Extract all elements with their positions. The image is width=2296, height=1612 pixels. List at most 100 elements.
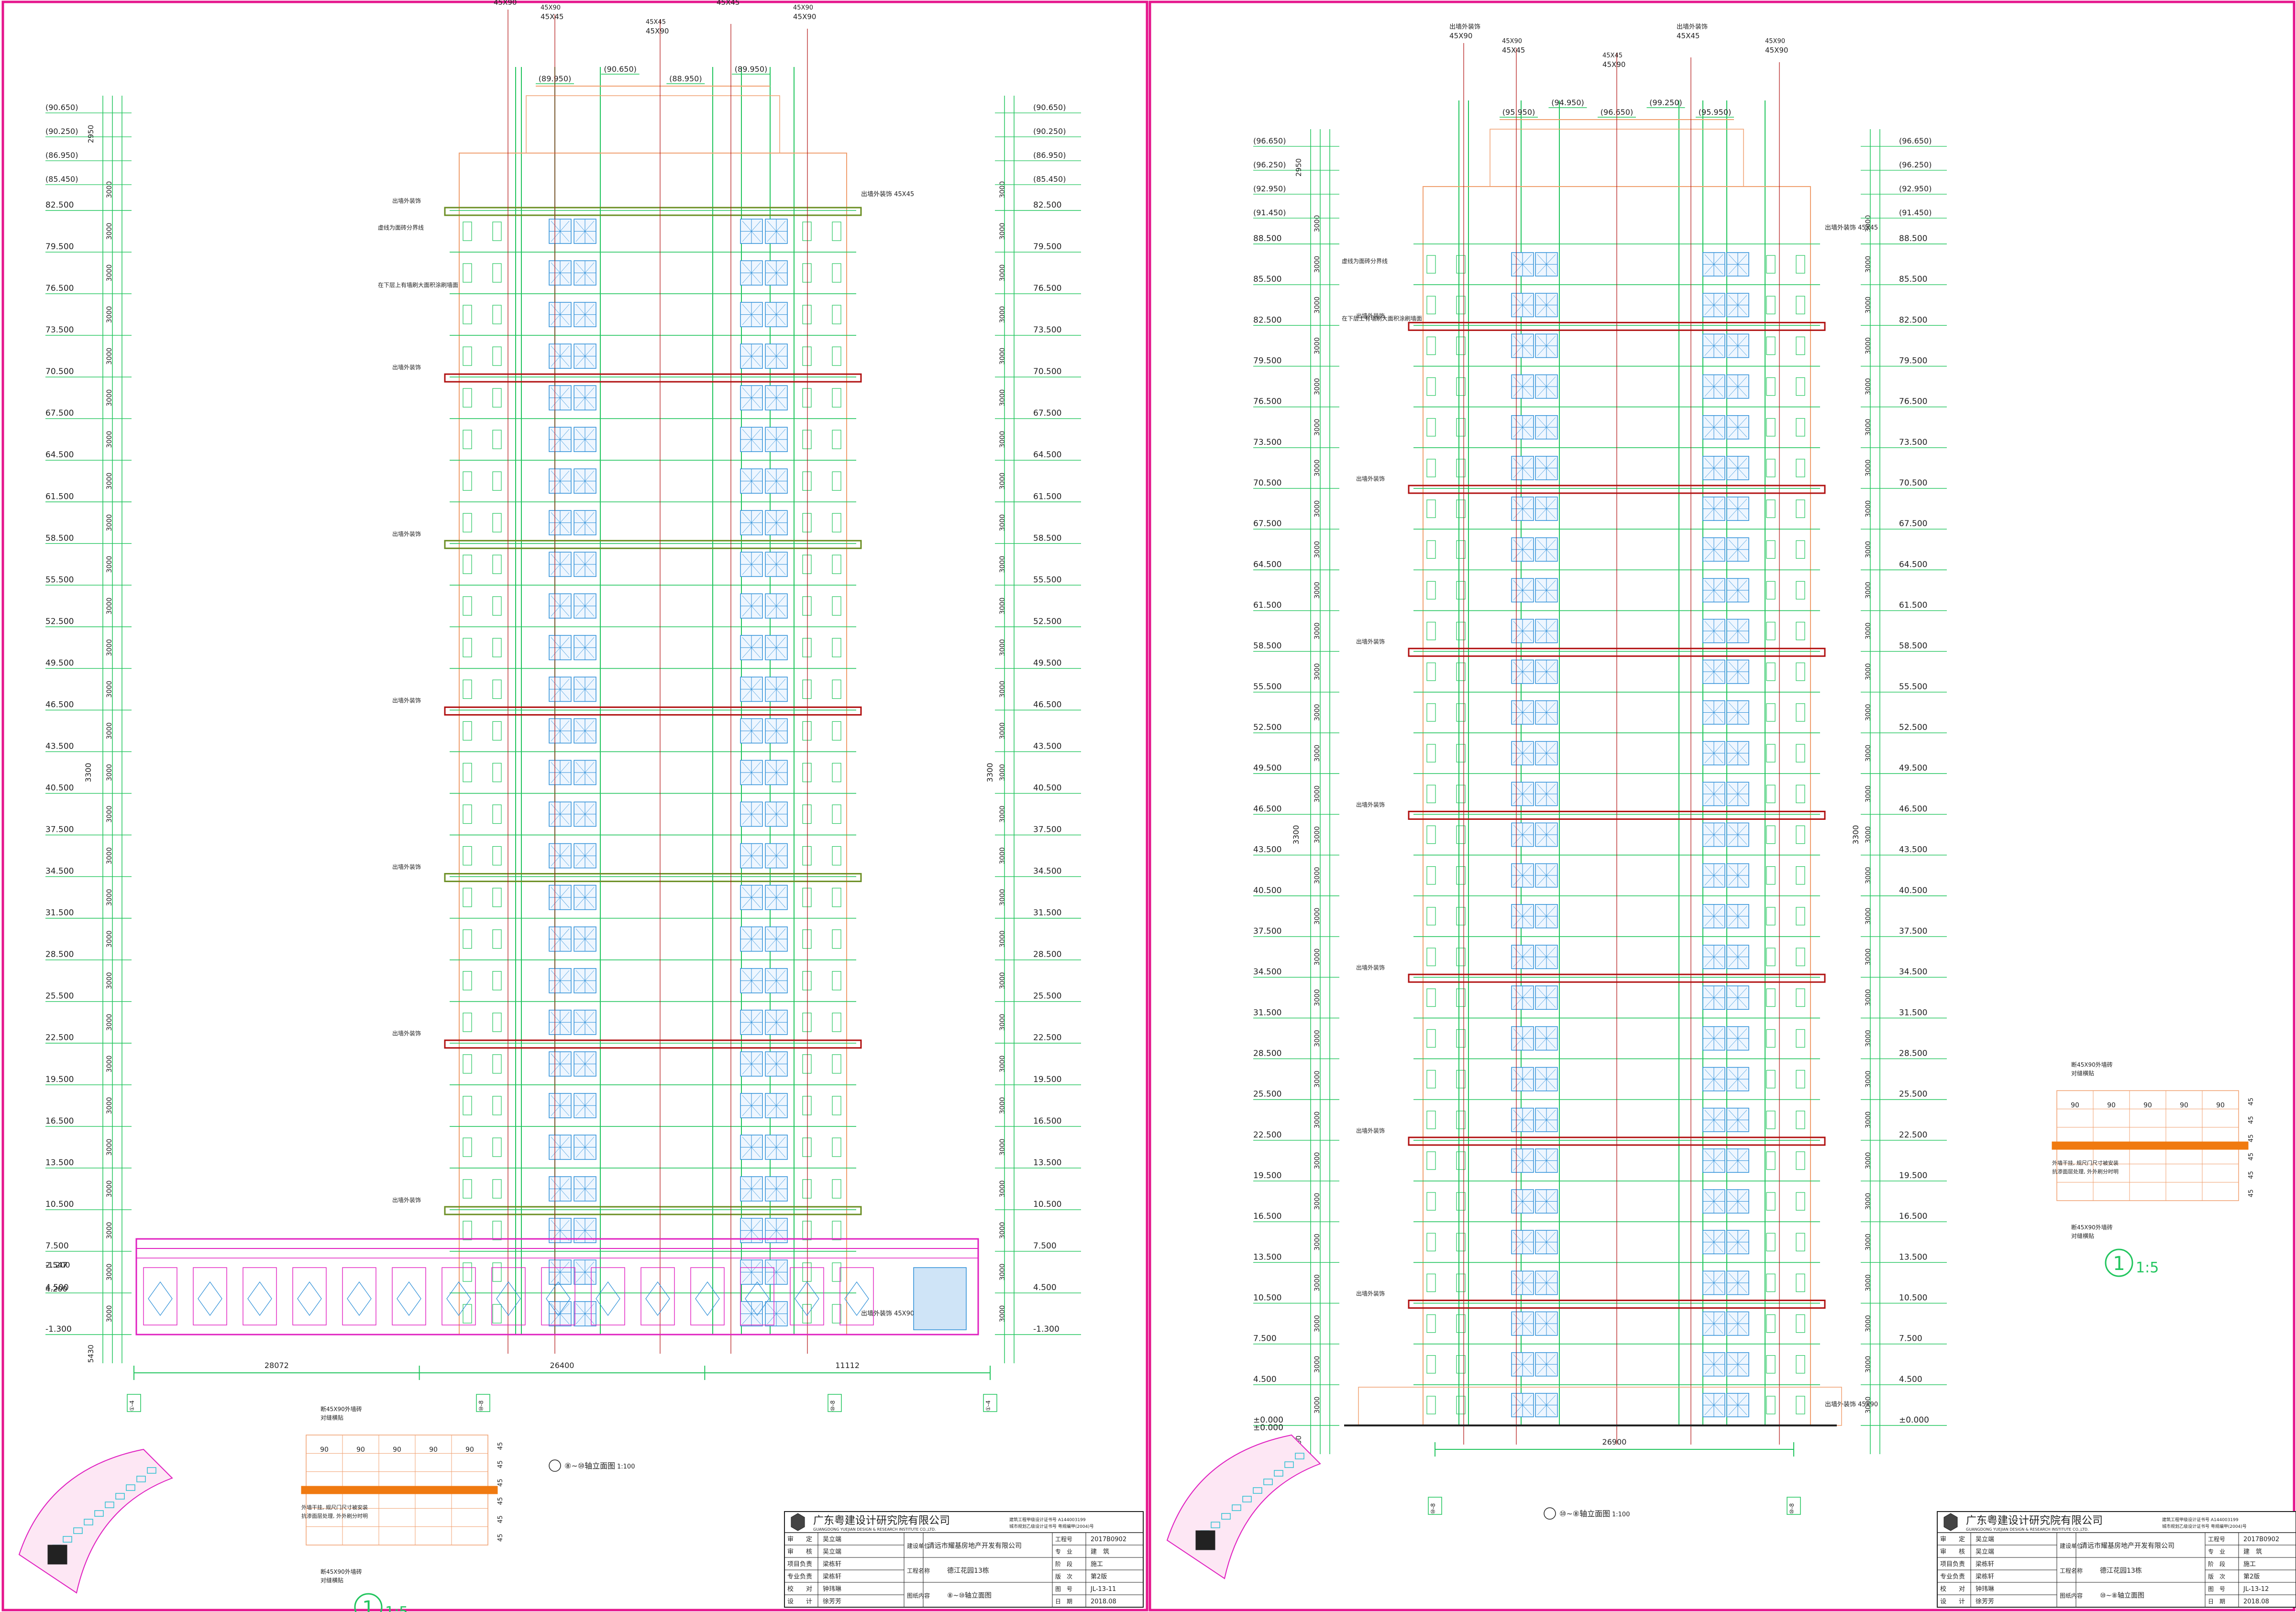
tile-size-note: 45X90: [646, 27, 669, 35]
level-label-left: 64.500: [1253, 560, 1281, 569]
facade-panel: [802, 554, 812, 574]
facade-panel: [1426, 1314, 1436, 1333]
level-label-right: 22.500: [1033, 1033, 1061, 1043]
facade-panel: [1426, 744, 1436, 762]
facade-panel: [1456, 581, 1466, 600]
top-level-label-right: (92.950): [1899, 184, 1932, 193]
plate-title: ⑧~⑩轴立面图: [564, 1461, 615, 1470]
facade-panel: [802, 1262, 812, 1282]
facade-panel: [832, 679, 841, 699]
tile-note: 45X90: [1502, 38, 1522, 45]
window-pane-x: [1704, 254, 1723, 275]
window-pane-x: [575, 345, 595, 367]
window-pane-x: [551, 762, 570, 783]
facade-panel: [1766, 540, 1776, 559]
level-label-left: 28.500: [1253, 1049, 1281, 1058]
facade-panel: [463, 263, 472, 283]
side-note: 出墙外装饰 45X45: [1825, 224, 1878, 232]
window-pane-x: [575, 1137, 595, 1158]
window-pane-x: [1704, 1273, 1723, 1293]
level-label-right: 67.500: [1899, 519, 1927, 529]
role-label: 设 计: [787, 1598, 812, 1605]
meta-label: 版 次: [2208, 1573, 2225, 1580]
window-pane-x: [1728, 1191, 1747, 1212]
facade-panel: [832, 430, 841, 449]
floor-height-dim: 3000: [1865, 1111, 1872, 1128]
facade-panel: [463, 846, 472, 866]
detail-dim: 90: [393, 1446, 401, 1454]
top-level-label-right: (96.650): [1899, 136, 1932, 145]
level-label-right: 49.500: [1899, 763, 1927, 773]
facade-panel: [832, 1096, 841, 1115]
decor-band: [444, 207, 862, 216]
floor-height-dim: 3000: [106, 473, 113, 490]
floor-height-dim: 3000: [1865, 1356, 1872, 1373]
role-label: 设 计: [1940, 1598, 1965, 1605]
key-plan-building: [1253, 1487, 1262, 1494]
level-label-right: 7.500: [1033, 1241, 1057, 1251]
floor-height-dim: 3000: [999, 930, 1006, 948]
note-label: 出墙外装饰: [392, 530, 421, 537]
floor-height-dim: 3000: [106, 389, 113, 407]
note-label: 出墙外装饰: [392, 697, 421, 704]
window-pane-x: [1704, 376, 1723, 397]
facade-panel: [492, 887, 502, 907]
facade-panel: [1456, 1396, 1466, 1414]
window-pane-x: [767, 720, 786, 741]
floor-height-dim: 3000: [999, 889, 1006, 906]
level-label-right: 79.500: [1033, 242, 1061, 252]
floor-height-dim: 3000: [1314, 745, 1321, 762]
detail-note: 对缝横贴: [2071, 1070, 2094, 1077]
facade-panel: [1766, 296, 1776, 314]
facade-panel: [802, 1221, 812, 1240]
level-label-right: 19.500: [1033, 1075, 1061, 1084]
window-pane-x: [1728, 947, 1747, 967]
key-plan-building: [73, 1527, 83, 1534]
detail-scale: 1:5: [385, 1604, 408, 1612]
level-label-right: 61.500: [1033, 492, 1061, 501]
decor-band: [444, 873, 862, 883]
facade-panel: [1796, 784, 1805, 804]
detail-vdim: 45: [2248, 1134, 2255, 1142]
floor-height-dim: 3000: [999, 847, 1006, 864]
role-label: 审 定: [1940, 1536, 1965, 1543]
floor-height-dim: 3000: [1314, 1356, 1321, 1373]
facade-panel: [492, 346, 502, 366]
podium-outline: [135, 1238, 979, 1336]
facade-panel: [1796, 1314, 1805, 1333]
facade-panel: [492, 846, 502, 866]
facade-panel: [802, 430, 812, 449]
level-label-left: 31.500: [45, 908, 74, 918]
detail-vdim: 45: [2248, 1153, 2255, 1161]
level-label-right: 58.500: [1899, 641, 1927, 651]
facade-panel: [1766, 1070, 1776, 1089]
shop-door-diamond: [148, 1281, 173, 1316]
window-pane-x: [1728, 1150, 1747, 1171]
total-dim: 3300: [1851, 825, 1860, 845]
ground-level-label: 4.200: [45, 1284, 67, 1293]
facade-panel: [492, 1179, 502, 1199]
window-pane-x: [767, 1261, 786, 1283]
top-level-label-left: (90.650): [45, 103, 78, 112]
facade-panel: [1456, 1192, 1466, 1211]
level-label-right: 55.500: [1899, 682, 1927, 692]
facade-panel: [463, 1179, 472, 1199]
roof-elevation-label: (95.950): [1502, 108, 1535, 117]
level-label-right: 46.500: [1033, 700, 1061, 709]
window-pane-x: [1537, 295, 1556, 315]
window-pane-x: [551, 1053, 570, 1074]
floor-height-dim: 3000: [106, 514, 113, 531]
facade-panel: [1426, 499, 1436, 518]
shop-door-diamond: [795, 1281, 819, 1316]
shop-front: [342, 1267, 376, 1325]
level-label-left: 10.500: [45, 1200, 74, 1209]
level-label-left: 43.500: [45, 741, 74, 751]
facade-panel: [1766, 418, 1776, 437]
dashed-line-note: 虚线为面砖分界线: [378, 224, 424, 231]
facade-panel: [1766, 744, 1776, 762]
level-label-right: 67.500: [1033, 409, 1061, 418]
window-pane-x: [742, 804, 761, 825]
facade-panel: [1426, 1192, 1436, 1211]
shop-front: [442, 1267, 476, 1325]
window-pane-x: [551, 1303, 570, 1325]
